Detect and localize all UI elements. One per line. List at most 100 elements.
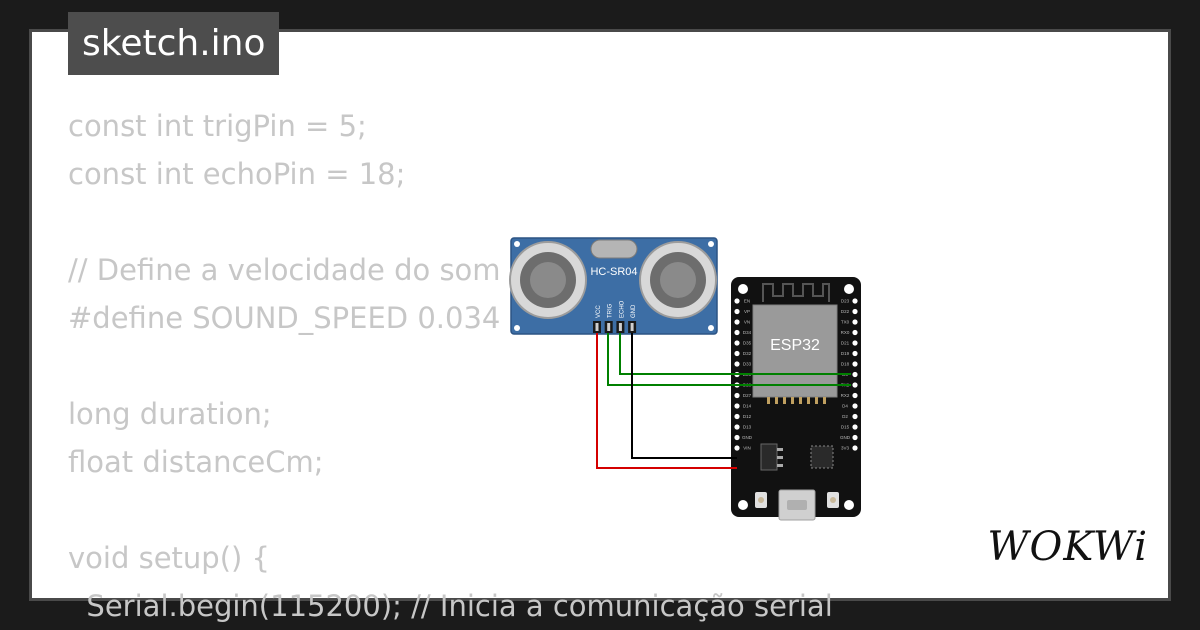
esp32-pin-label: D22 — [841, 309, 850, 314]
esp32-pin-hole — [852, 392, 858, 399]
wire-echo-to-d18[interactable] — [619, 333, 851, 375]
code-line: float distanceCm; — [68, 445, 324, 479]
esp32-pin-label: D33 — [743, 362, 752, 367]
esp32-pin-hole — [734, 424, 740, 430]
mount-hole — [514, 325, 520, 331]
mount-hole — [844, 500, 854, 510]
esp32-pin-label: D35 — [743, 341, 752, 346]
mount-hole — [708, 241, 714, 247]
esp32-pin-hole — [852, 434, 858, 441]
esp32-pin-label: VN — [744, 320, 750, 325]
module-castellations — [767, 397, 826, 404]
esp32-pin-label: D2 — [842, 414, 848, 419]
sensor-pin-contact — [595, 323, 599, 331]
esp32-pin-label: EN — [744, 299, 750, 304]
wire-gnd-to-gnd[interactable] — [631, 333, 737, 459]
esp32-pin-hole — [734, 298, 740, 304]
sensor-pin-contact — [630, 323, 634, 331]
esp32-pin-hole — [734, 434, 740, 441]
esp32-pin-label: D34 — [743, 330, 752, 335]
esp32-devkit[interactable]: ESP32 ENVPVND34D35D32D33D25D26D27D14D12D… — [731, 277, 861, 521]
esp32-pin-label: VP — [744, 309, 750, 314]
esp32-pin-label: 3V3 — [841, 446, 850, 451]
esp32-pin-hole — [852, 371, 858, 378]
esp32-pin-hole — [852, 413, 858, 420]
code-line: long duration; — [68, 397, 272, 431]
esp32-pin-label: D21 — [841, 341, 850, 346]
esp32-pin-label: D4 — [842, 404, 848, 409]
mount-hole — [514, 241, 520, 247]
esp32-pin-label: RX2 — [841, 393, 850, 398]
esp32-pin-label: RX0 — [841, 330, 850, 335]
transducer-right-center — [660, 262, 696, 298]
esp32-label: ESP32 — [770, 337, 820, 354]
esp32-pin-label: D32 — [743, 351, 752, 356]
wire-trig-to-d5[interactable] — [607, 333, 851, 386]
esp32-pin-hole — [734, 392, 740, 399]
mount-hole — [738, 284, 748, 294]
esp32-pin-hole — [734, 403, 740, 409]
esp32-pin-hole — [852, 403, 858, 409]
esp32-pin-hole — [734, 308, 740, 315]
sensor-pin-contact — [607, 323, 611, 331]
sensor-pin-label: GND — [631, 304, 637, 318]
sensor-pin-contact — [618, 323, 622, 331]
voltage-regulator — [760, 443, 778, 471]
code-editor[interactable]: const int trigPin = 5; const int echoPin … — [68, 102, 833, 630]
esp32-pin-hole — [852, 340, 858, 346]
sensor-pin-label: VCC — [596, 305, 602, 318]
esp32-pin-label: D19 — [841, 351, 850, 356]
code-line: #define SOUND_SPEED 0.034 — [68, 301, 501, 335]
esp32-pin-label: GND — [742, 435, 753, 440]
esp32-pin-hole — [852, 319, 858, 325]
file-tab[interactable]: sketch.ino — [68, 12, 280, 75]
sensor-pin-header — [593, 321, 637, 333]
pcb-antenna — [762, 283, 830, 302]
esp32-pin-label: D13 — [743, 425, 752, 430]
esp32-pin-hole — [852, 298, 858, 304]
esp32-pin-label: GND — [840, 435, 851, 440]
wires[interactable] — [596, 333, 851, 469]
canvas-frame: const int trigPin = 5; const int echoPin … — [32, 32, 1168, 623]
wire-vcc-to-vin[interactable] — [596, 333, 737, 469]
code-line: const int trigPin = 5; — [68, 109, 367, 143]
esp32-pin-label: D23 — [841, 299, 850, 304]
esp32-pin-hole — [852, 361, 858, 367]
esp32-pin-hole — [734, 340, 740, 346]
esp32-module-shield — [752, 304, 838, 398]
esp32-pin-hole — [852, 382, 858, 388]
esp32-pin-hole — [852, 350, 858, 357]
mount-hole — [738, 500, 748, 510]
crystal-oscillator — [590, 239, 638, 259]
code-line: void setup() { — [68, 541, 270, 575]
esp32-pin-hole — [852, 445, 858, 451]
esp32-pin-label: D12 — [743, 414, 752, 419]
sensor-label: HC-SR04 — [590, 266, 637, 278]
esp32-pin-hole — [734, 413, 740, 420]
esp32-pin-hole — [852, 424, 858, 430]
esp32-pin-hole — [852, 329, 858, 336]
esp32-pin-hole — [734, 319, 740, 325]
esp32-pin-hole — [734, 361, 740, 367]
transducer-left-center — [530, 262, 566, 298]
esp32-pin-hole — [852, 308, 858, 315]
esp32-pin-hole — [734, 329, 740, 336]
code-line: Serial.begin(115200); // Inicia a comuni… — [68, 589, 833, 623]
esp32-pin-label: TX0 — [841, 320, 850, 325]
mount-hole — [708, 325, 714, 331]
esp32-pin-label: D14 — [743, 404, 752, 409]
esp32-pin-hole — [734, 445, 740, 451]
wokwi-logo: WOKWi — [987, 524, 1148, 570]
code-line: const int echoPin = 18; — [68, 157, 406, 191]
sensor-pin-label: ECHO — [619, 300, 625, 318]
esp32-pin-label: D27 — [743, 393, 752, 398]
esp32-pin-label: D18 — [841, 362, 850, 367]
usb-uart-chip — [810, 445, 834, 469]
usb-opening — [787, 500, 807, 510]
esp32-pin-label: VIN — [743, 446, 751, 451]
mount-hole — [844, 284, 854, 294]
esp32-pin-hole — [734, 350, 740, 357]
